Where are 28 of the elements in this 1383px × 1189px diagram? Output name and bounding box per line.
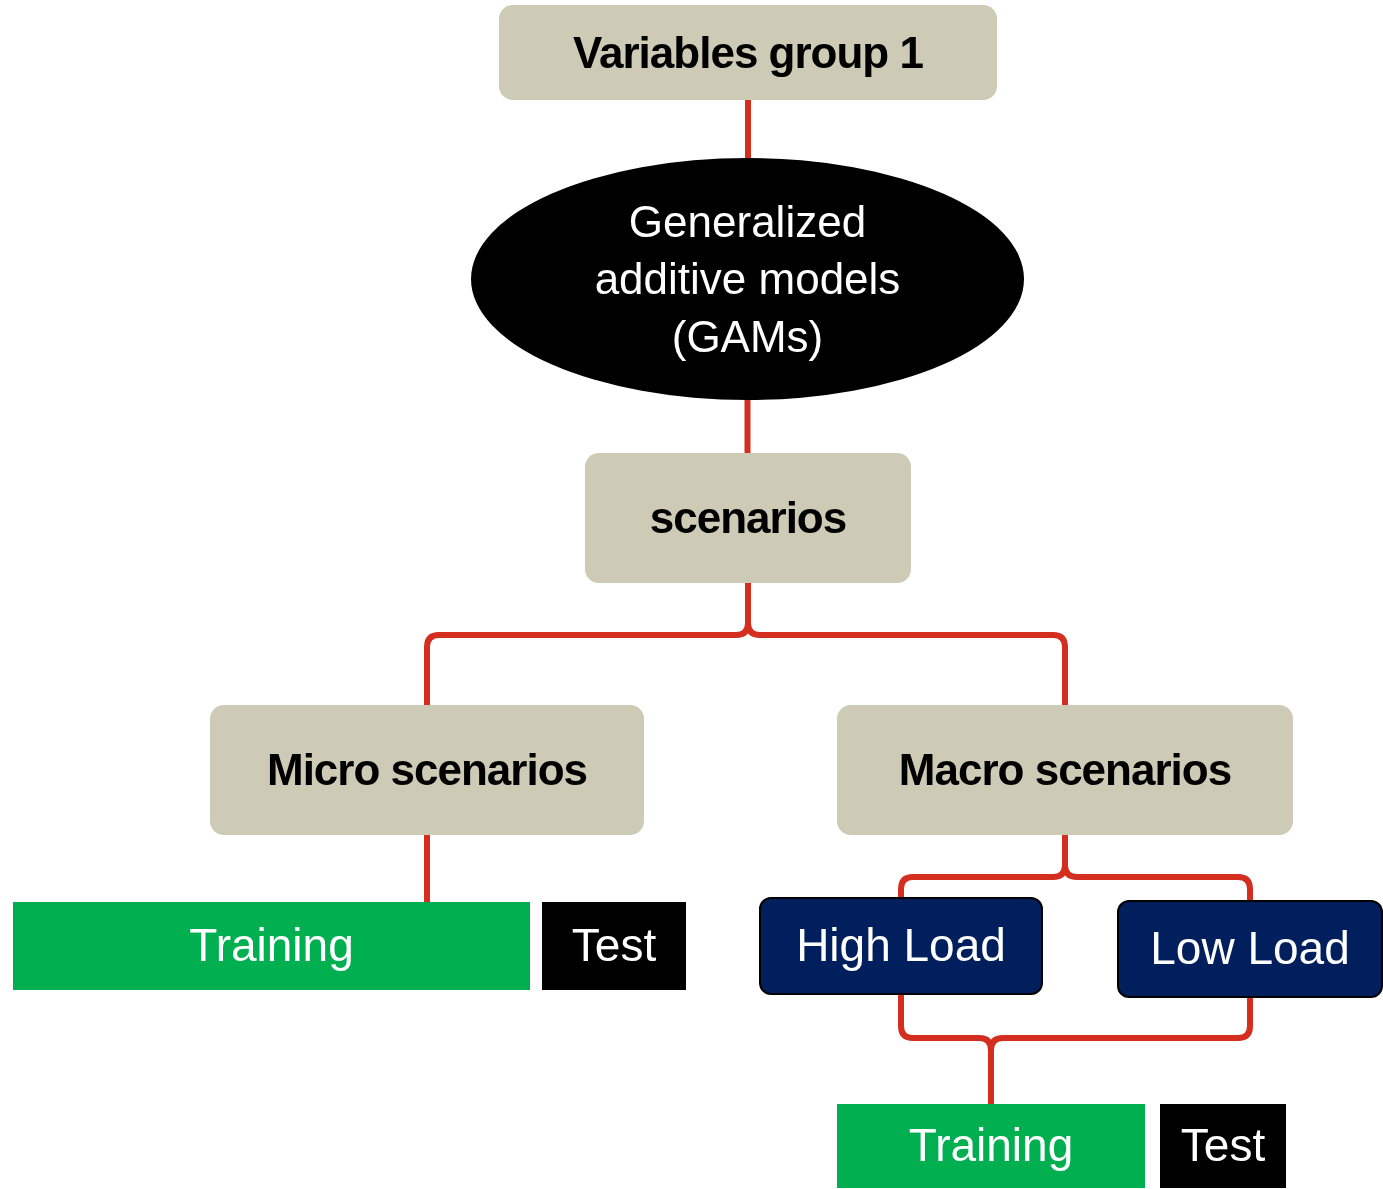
- process-box: [1117, 900, 1383, 998]
- process-box: [210, 705, 644, 835]
- process-box: [499, 5, 997, 100]
- data-bar: [13, 902, 530, 990]
- node-label: Micro scenarios: [266, 744, 588, 797]
- process-box: [759, 897, 1043, 995]
- node-label: Training: [188, 918, 355, 974]
- node-label: Variables group 1: [572, 26, 924, 79]
- process-ellipse: [471, 158, 1024, 400]
- node-label: Generalized additive models (GAMs): [593, 196, 902, 363]
- node-label: scenarios: [648, 492, 848, 545]
- connector-line: [424, 835, 430, 902]
- data-bar: [542, 902, 686, 990]
- connector-line: [988, 998, 1253, 1104]
- node-label: Training: [907, 1118, 1075, 1174]
- node-label: High Load: [795, 918, 1007, 974]
- process-box: [837, 705, 1293, 835]
- node-label: Low Load: [1149, 921, 1351, 977]
- node-label: Test: [570, 918, 658, 974]
- node-label: Test: [1179, 1118, 1267, 1174]
- connector-line: [745, 583, 1068, 705]
- connector-line: [745, 100, 751, 158]
- data-bar: [837, 1104, 1145, 1188]
- data-bar: [1160, 1104, 1286, 1188]
- connector-line: [1062, 835, 1253, 900]
- process-box: [585, 453, 911, 583]
- node-label: Macro scenarios: [897, 744, 1233, 797]
- connector-line: [744, 400, 751, 453]
